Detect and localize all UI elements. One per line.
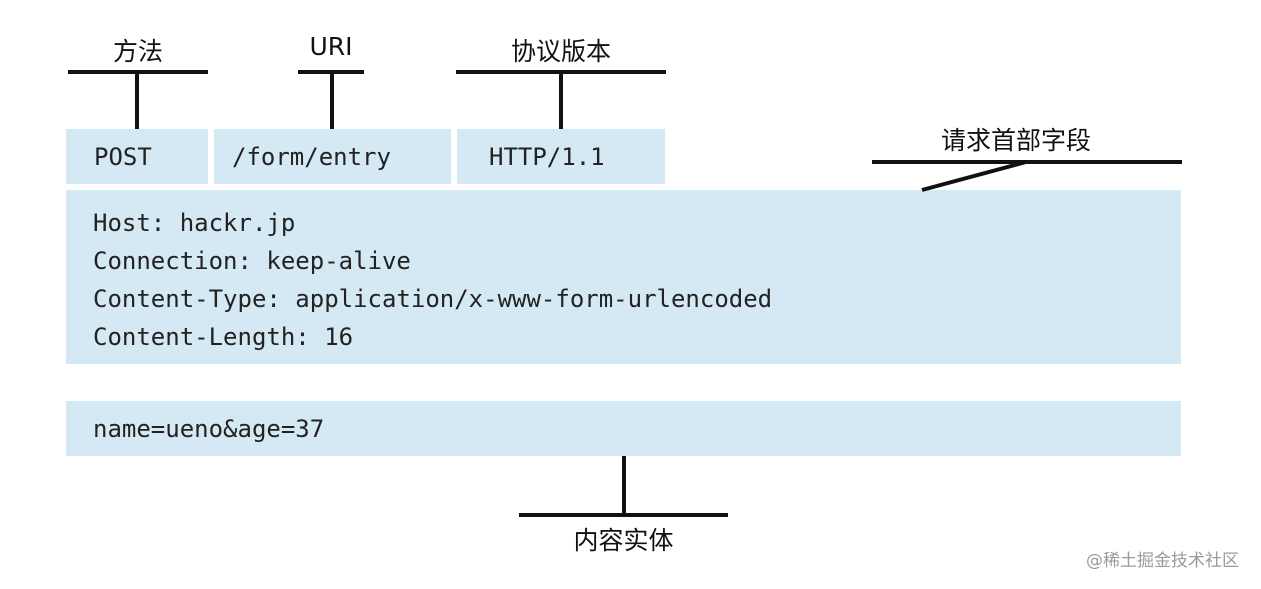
header-fields-label: 请求首部字段 xyxy=(940,126,1091,155)
version-label: 协议版本 xyxy=(510,37,611,66)
header-line: Connection: keep-alive xyxy=(93,247,411,275)
method-label: 方法 xyxy=(112,37,163,66)
uri-box: /form/entry xyxy=(214,129,451,184)
body-label-overline xyxy=(519,513,728,517)
header-line: Content-Length: 16 xyxy=(93,323,354,351)
uri-label-stem xyxy=(330,72,334,129)
uri-value: /form/entry xyxy=(232,142,391,171)
version-value: HTTP/1.1 xyxy=(489,142,605,171)
header-line: Content-Type: application/x-www-form-url… xyxy=(93,285,773,313)
body-label-stem xyxy=(622,456,626,515)
uri-label: URI xyxy=(309,32,353,61)
version-box: HTTP/1.1 xyxy=(457,129,665,184)
method-value: POST xyxy=(94,142,152,171)
body-value: name=ueno&age=37 xyxy=(93,414,325,443)
header-line: Host: hackr.jp xyxy=(93,209,296,237)
method-label-stem xyxy=(135,72,139,129)
version-label-stem xyxy=(559,72,563,129)
body-box: name=ueno&age=37 xyxy=(66,401,1181,456)
header-fields-box: Host: hackr.jp Connection: keep-alive Co… xyxy=(66,190,1181,364)
body-label: 内容实体 xyxy=(573,526,674,555)
method-box: POST xyxy=(66,129,208,184)
watermark: @稀土掘金技术社区 xyxy=(1086,551,1239,571)
